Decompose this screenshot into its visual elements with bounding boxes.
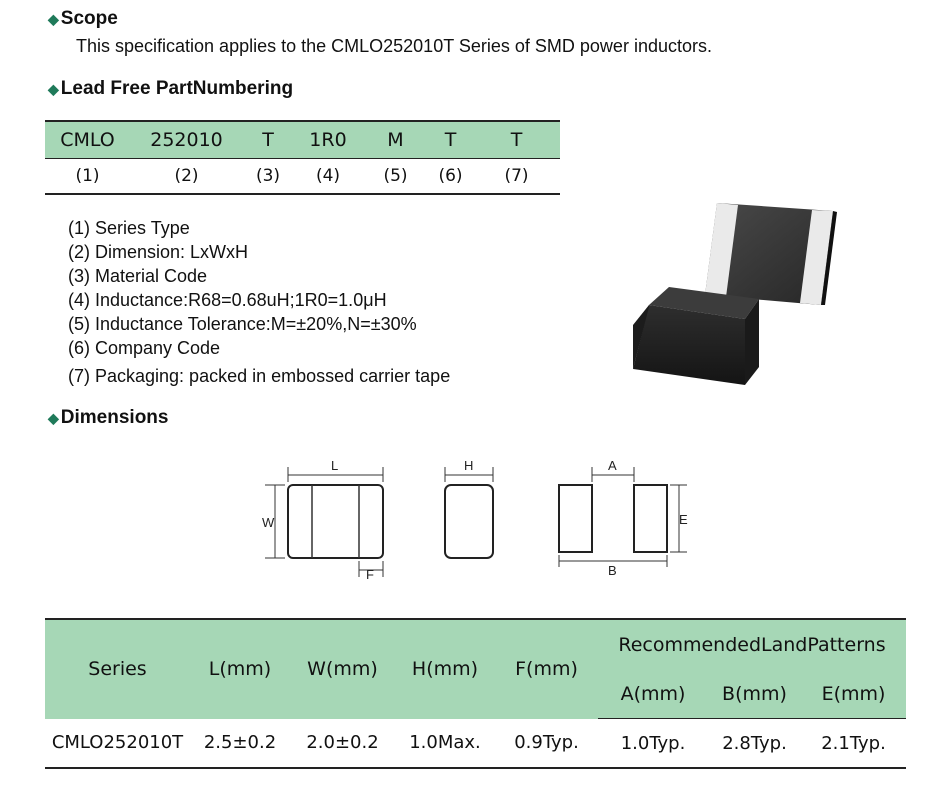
part-code-cell: T [428,120,473,159]
column-header: W(mm) [290,618,395,719]
part-code-cell: T [473,120,560,159]
part-index-cell: (6) [428,158,473,195]
table-cell: 2.0±0.2 [290,718,395,769]
part-code-cell: 252010 [130,120,243,159]
part-index-cell: (4) [293,158,363,195]
dimensions-heading: ◆ Dimensions [48,407,169,428]
part-description-list: (1) Series Type (2) Dimension: LxWxH (3)… [68,216,450,388]
column-header: Series [45,618,190,719]
column-header: L(mm) [190,618,290,719]
table-row: CMLO252010T 2.5±0.2 2.0±0.2 1.0Max. 0.9T… [45,718,906,769]
part-index-cell: (2) [130,158,243,195]
inductor-body-view [633,287,759,385]
column-header: H(mm) [395,618,495,719]
part-index-cell: (3) [243,158,293,195]
diamond-bullet-icon: ◆ [48,10,59,27]
diamond-bullet-icon: ◆ [48,409,59,426]
part-code-cell: T [243,120,293,159]
list-item: (7) Packaging: packed in embossed carrie… [68,366,451,386]
scope-text: This specification applies to the CMLO25… [76,36,712,56]
dimension-label-b: B [608,563,617,578]
column-header: E(mm) [801,670,906,719]
table-cell: 2.1Typ. [801,718,906,769]
dimension-table: Series L(mm) W(mm) H(mm) F(mm) Recommend… [45,618,906,769]
table-cell: 1.0Max. [395,718,495,769]
part-numbering-heading: ◆ Lead Free PartNumbering [48,78,294,99]
part-index-row: (1) (2) (3) (4) (5) (6) (7) [45,158,560,195]
dimension-label-h: H [464,458,473,473]
part-index-cell: (7) [473,158,560,195]
land-pattern-group-header: RecommendedLandPatterns [598,618,906,670]
table-cell: CMLO252010T [45,718,190,769]
table-cell: 1.0Typ. [598,718,708,769]
column-header: F(mm) [495,618,598,719]
part-code-row: CMLO 252010 T 1R0 M T T [45,120,560,159]
inductor-top-view [705,203,837,305]
part-code-cell: M [363,120,428,159]
list-item: (5) Inductance Tolerance:M=±20%,N=±30% [68,314,417,334]
list-item: (4) Inductance:R68=0.68uH;1R0=1.0μH [68,290,387,310]
inductor-illustration [633,203,837,385]
part-number-table: CMLO 252010 T 1R0 M T T (1) (2) (3) (4) … [45,120,560,195]
dimension-label-l: L [331,458,338,473]
dimension-label-e: E [679,512,688,527]
list-item: (3) Material Code [68,266,208,286]
list-item: (6) Company Code [68,338,221,358]
list-item: (1) Series Type [68,218,190,238]
table-cell: 0.9Typ. [495,718,598,769]
column-header: A(mm) [598,670,708,719]
part-code-cell: CMLO [45,120,130,159]
scope-heading: ◆ Scope [48,8,118,29]
part-code-cell: 1R0 [293,120,363,159]
dimension-table-subheader-row: A(mm) B(mm) E(mm) [45,670,906,719]
dimension-label-w: W [262,515,275,530]
column-header: B(mm) [708,670,801,719]
table-cell: 2.8Typ. [708,718,801,769]
dimension-label-a: A [608,458,617,473]
part-index-cell: (5) [363,158,428,195]
diamond-bullet-icon: ◆ [48,80,59,97]
table-cell: 2.5±0.2 [190,718,290,769]
dimension-label-f: F [366,567,374,582]
dimension-table-header-row: Series L(mm) W(mm) H(mm) F(mm) Recommend… [45,618,906,719]
part-index-cell: (1) [45,158,130,195]
dimension-drawings: L W F H A E B [262,458,688,582]
list-item: (2) Dimension: LxWxH [68,242,249,262]
